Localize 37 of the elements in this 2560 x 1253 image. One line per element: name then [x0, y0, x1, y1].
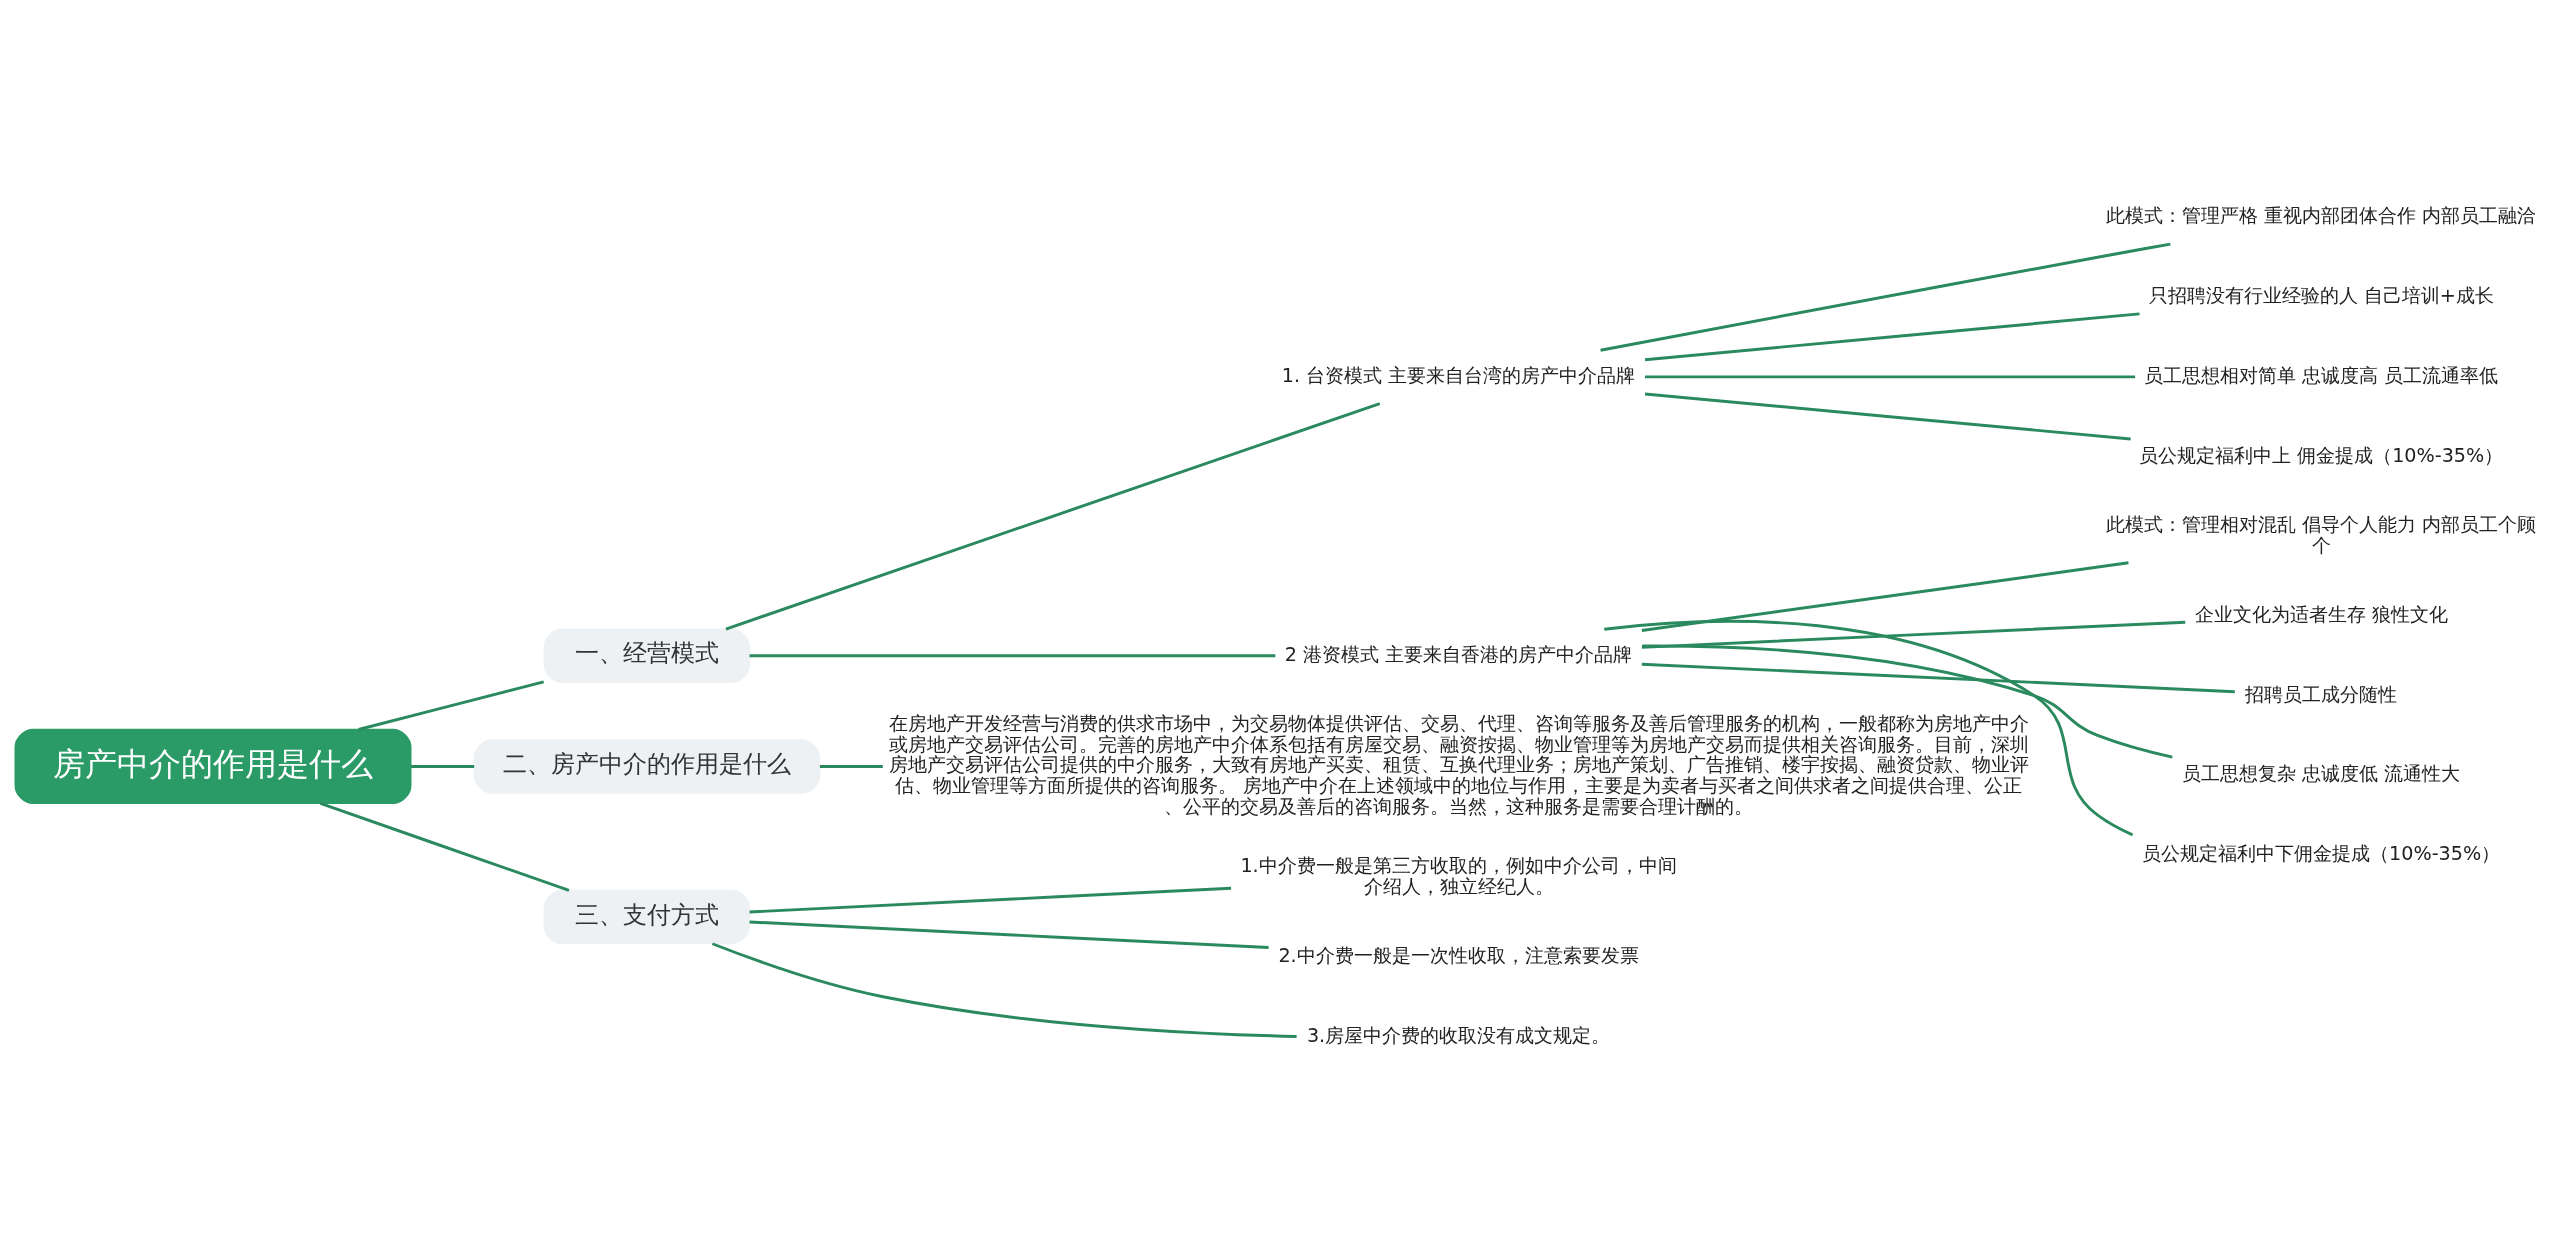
connector — [1644, 392, 2131, 440]
connector — [358, 680, 545, 731]
connector — [711, 941, 1297, 1038]
connector — [749, 920, 1269, 949]
connector — [749, 653, 1276, 657]
connector — [1642, 644, 2173, 759]
node-box: 房产中介的作用是什么 — [14, 728, 412, 804]
connector — [725, 401, 1381, 630]
node-text: 企业文化为适者生存 狼性文化 — [2194, 602, 2448, 626]
connector — [319, 801, 570, 892]
node-text: 招聘员工成分随性 — [2245, 682, 2398, 706]
node-text: 在房地产开发经营与消费的供求市场中，为交易物体提供评估、交易、代理、咨询等服务及善后管理服务的机构，一般都称为房地产中介或房地产交易评估公司。完善的房地产中介体系包括有房屋交易、融资按揭、物业管理等为房地产交易而提供相关咨询服务。目前，深圳房地产交易评估公司提供的中介服务，大致有房地产买卖、租赁、互换代理业务；房地产策划、广告推销、楼宇按揭、融资贷款、物业评估、物业管理等方面所提供的咨询服务。 房地产中介在上述领域中的地位与作用，主要是为卖者与买者之间供求者之间提供合理、公正、公平的交易及善后的咨询服务。当然，这种服务是需要合理计酬的。 — [888, 711, 2029, 818]
node-text: 员公规定福利中下佣金提成（10%-35%） — [2142, 841, 2501, 865]
node-text: 此模式：管理相对混乱 倡导个人能力 内部员工个顾个 — [2106, 512, 2537, 557]
node-text: 2.中介费一般是一次性收取，注意索要发票 — [1278, 943, 1639, 967]
connector — [749, 886, 1232, 913]
connector — [819, 764, 883, 768]
connector — [1641, 560, 2129, 632]
node-text: 1.中介费一般是第三方收取的，例如中介公司，中间介绍人，独立经纪人。 — [1240, 853, 1677, 897]
node-text: 员工思想复杂 忠诚度低 流通性大 — [2182, 761, 2461, 785]
node-text: 2 港资模式 主要来自香港的房产中介品牌 — [1284, 642, 1633, 666]
connector — [1604, 619, 2134, 836]
node-box: 一、经营模式 — [543, 627, 751, 683]
connector — [1644, 311, 2140, 361]
node-text: 此模式：管理严格 重视内部团体合作 内部员工融洽 — [2106, 203, 2537, 227]
node-text: 员公规定福利中上 佣金提成（10%-35%） — [2139, 443, 2504, 467]
node-text: 员工思想相对简单 忠诚度高 员工流通率低 — [2144, 363, 2499, 387]
node-text: 1. 台资模式 主要来自台湾的房产中介品牌 — [1281, 363, 1636, 387]
connector — [1641, 620, 2186, 649]
connector — [411, 764, 475, 768]
node-text: 只招聘没有行业经验的人 自己培训+成长 — [2148, 283, 2494, 307]
node-box: 三、支付方式 — [543, 889, 751, 944]
node-text: 3.房屋中介费的收取没有成文规定。 — [1306, 1023, 1611, 1047]
node-box: 二、房产中介的作用是什么 — [473, 738, 821, 794]
connector — [1600, 242, 2171, 352]
connector — [1641, 662, 2235, 693]
connector — [1645, 374, 2136, 378]
